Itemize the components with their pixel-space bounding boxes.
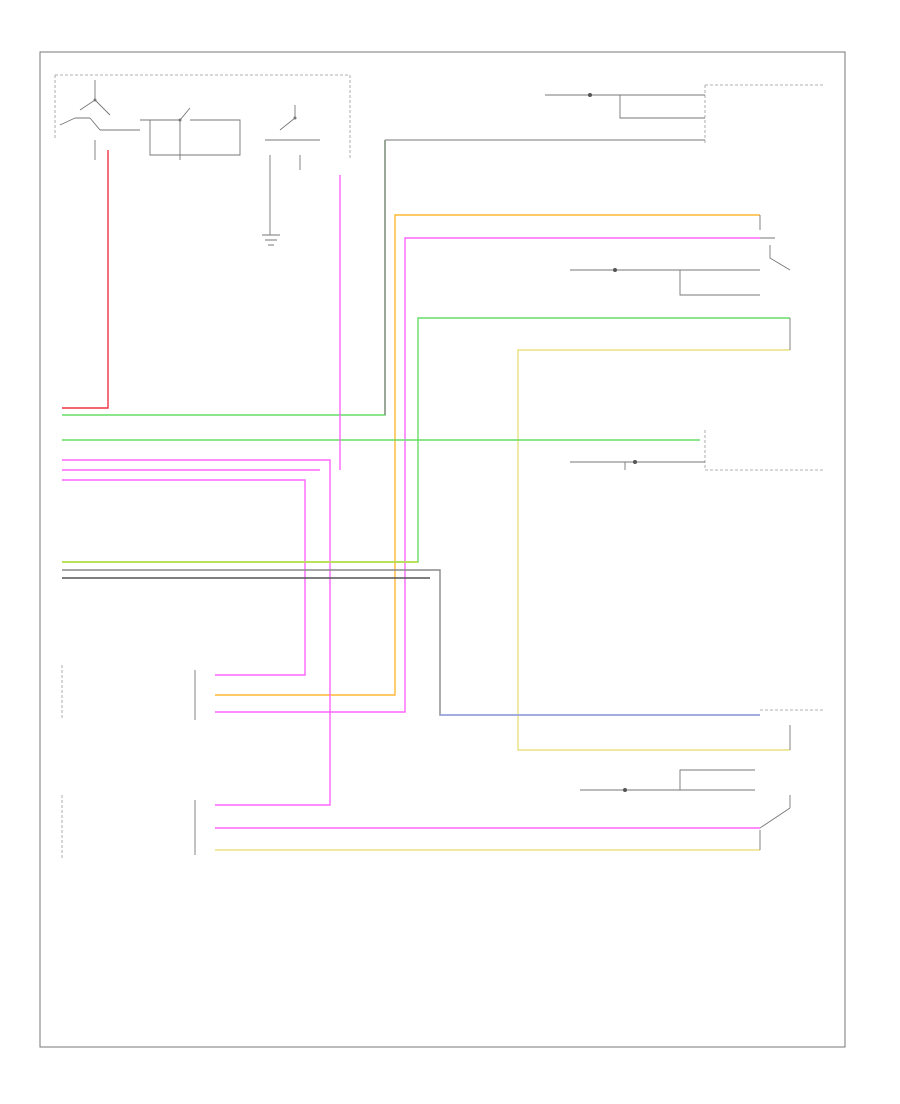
- wire-orange: [215, 214, 760, 696]
- wire-green-top: [62, 140, 386, 416]
- wire-magenta-top: [215, 237, 760, 713]
- switch-assembly: [54, 74, 351, 246]
- wire-yellow-mid: [517, 349, 790, 751]
- wire-red: [62, 150, 109, 409]
- right-switch-block: [570, 215, 791, 296]
- wire-magenta-a: [62, 459, 331, 806]
- diagram-border: [39, 51, 846, 1048]
- driver-door-module: [385, 85, 706, 145]
- wire-gray-a: [62, 569, 760, 716]
- right-lower-switch-block: [580, 709, 825, 850]
- ground-symbol-1: [262, 170, 280, 246]
- driver-door-switch: [61, 665, 196, 720]
- passenger-door-switch: [61, 795, 196, 860]
